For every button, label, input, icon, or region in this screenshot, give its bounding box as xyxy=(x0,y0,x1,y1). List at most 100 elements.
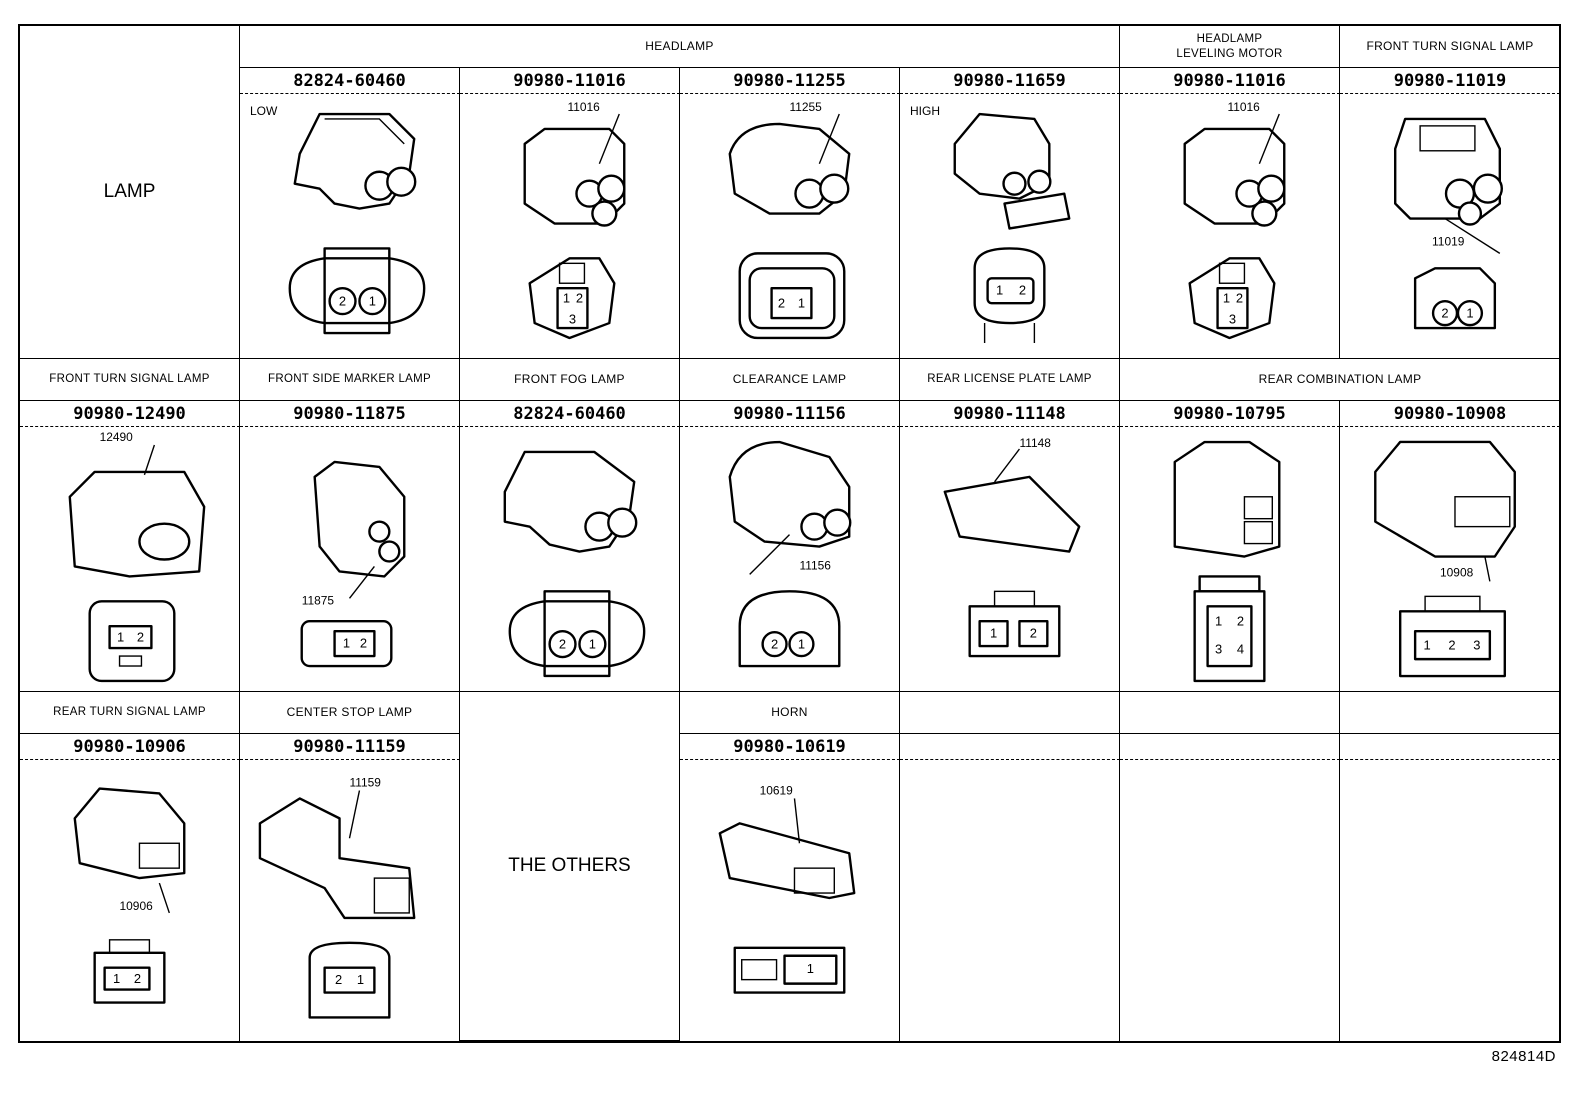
svg-text:1: 1 xyxy=(1423,638,1430,653)
svg-text:1: 1 xyxy=(563,291,570,306)
svg-text:1: 1 xyxy=(990,626,997,641)
svg-text:1: 1 xyxy=(1223,291,1230,306)
group-headlamp-leveling-motor: HEADLAMP LEVELING MOTOR xyxy=(1120,26,1340,68)
callout-label: 11255 xyxy=(790,100,823,114)
svg-text:2: 2 xyxy=(1236,291,1243,306)
part-number: 82824-60460 xyxy=(240,68,460,94)
empty-header xyxy=(1340,692,1560,734)
svg-text:1: 1 xyxy=(589,637,596,652)
part-number: 90980-11875 xyxy=(240,401,460,427)
empty-cell xyxy=(900,760,1120,1041)
svg-text:2: 2 xyxy=(335,972,342,987)
clearance-label: CLEARANCE LAMP xyxy=(680,359,900,401)
connector-drawing: 10619 1 xyxy=(680,760,900,1041)
callout-label: 12490 xyxy=(100,430,134,444)
svg-text:2: 2 xyxy=(771,637,778,652)
part-number: 90980-10795 xyxy=(1120,401,1340,427)
connector-drawing: 11019 2 1 xyxy=(1340,94,1560,359)
svg-text:4: 4 xyxy=(1237,642,1244,657)
front-turn-signal-label: FRONT TURN SIGNAL LAMP xyxy=(20,359,240,401)
svg-text:1: 1 xyxy=(113,971,120,986)
svg-text:1: 1 xyxy=(807,961,814,976)
part-number: 90980-11148 xyxy=(900,401,1120,427)
svg-text:2: 2 xyxy=(1448,638,1455,653)
part-number: 90980-11255 xyxy=(680,68,900,94)
svg-text:2: 2 xyxy=(559,637,566,652)
svg-text:2: 2 xyxy=(360,636,367,651)
svg-text:1: 1 xyxy=(1215,614,1222,629)
figure-id: 824814D xyxy=(1491,1048,1556,1065)
high-note: HIGH xyxy=(910,104,940,118)
callout-label: 11019 xyxy=(1432,234,1465,248)
horn-label: HORN xyxy=(680,692,900,734)
empty-cell xyxy=(1340,760,1560,1041)
rear-turn-signal-label: REAR TURN SIGNAL LAMP xyxy=(20,692,240,734)
lamp-title: LAMP xyxy=(20,26,240,359)
empty-part-number xyxy=(900,734,1120,760)
svg-text:2: 2 xyxy=(576,291,583,306)
svg-text:3: 3 xyxy=(1229,311,1236,326)
empty-header xyxy=(1120,692,1340,734)
svg-text:2: 2 xyxy=(339,294,346,309)
empty-part-number xyxy=(1120,734,1340,760)
front-side-marker-label: FRONT SIDE MARKER LAMP xyxy=(240,359,460,401)
part-number: 90980-11159 xyxy=(240,734,460,760)
the-others: THE OTHERS xyxy=(460,692,680,1041)
svg-text:1: 1 xyxy=(343,636,350,651)
empty-cell xyxy=(1120,760,1340,1041)
two-pin-connector-icon: 11019 2 1 xyxy=(1394,117,1503,330)
svg-text:3: 3 xyxy=(1215,642,1222,657)
one-pin-horn-connector-icon: 10619 1 xyxy=(718,783,856,994)
svg-text:2: 2 xyxy=(134,971,141,986)
center-stop-label: CENTER STOP LAMP xyxy=(240,692,460,734)
callout-label: 11159 xyxy=(350,776,382,790)
svg-text:1: 1 xyxy=(996,283,1003,298)
svg-text:2: 2 xyxy=(1237,614,1244,629)
part-number: 90980-11659 xyxy=(900,68,1120,94)
svg-text:2: 2 xyxy=(778,296,785,311)
rear-license-label: REAR LICENSE PLATE LAMP xyxy=(900,359,1120,401)
callout-label: 11016 xyxy=(1228,100,1261,114)
svg-text:1: 1 xyxy=(1466,306,1473,321)
connector-table: LAMP HEADLAMP HEADLAMP LEVELING MOTOR FR… xyxy=(18,24,1561,1043)
group-front-turn-signal: FRONT TURN SIGNAL LAMP xyxy=(1340,26,1560,68)
part-number: 90980-11016 xyxy=(1120,68,1340,94)
empty-header xyxy=(900,692,1120,734)
low-note: LOW xyxy=(250,104,278,118)
part-number: 90980-10619 xyxy=(680,734,900,760)
rear-combination-label: REAR COMBINATION LAMP xyxy=(1120,359,1560,401)
svg-text:1: 1 xyxy=(798,296,805,311)
callout-label: 11156 xyxy=(799,558,831,572)
callout-label: 10619 xyxy=(760,783,794,797)
svg-text:2: 2 xyxy=(1441,306,1448,321)
front-fog-label: FRONT FOG LAMP xyxy=(460,359,680,401)
group-headlamp: HEADLAMP xyxy=(240,26,1120,68)
part-number: 90980-11019 xyxy=(1340,68,1560,94)
part-number: 90980-10908 xyxy=(1340,401,1560,427)
part-number: 90980-12490 xyxy=(20,401,240,427)
svg-text:1: 1 xyxy=(117,630,124,645)
